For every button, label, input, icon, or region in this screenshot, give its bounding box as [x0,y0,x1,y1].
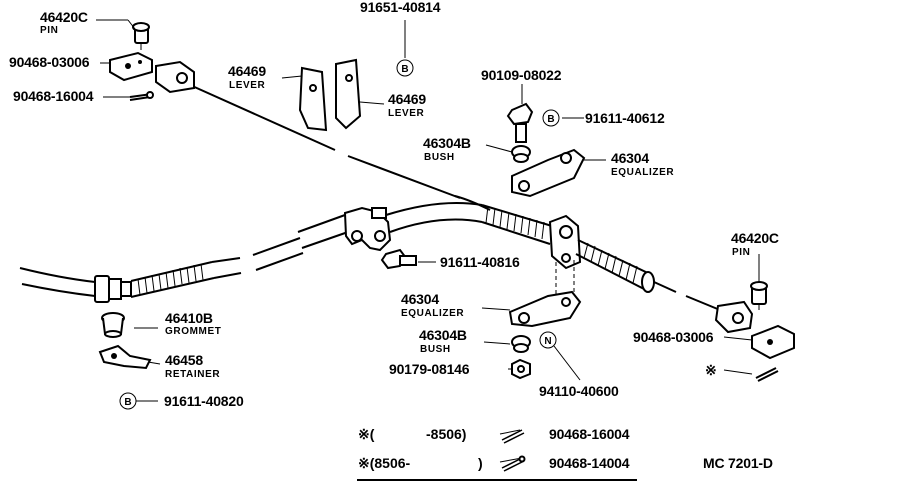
callout-90179-08146: 90179-08146 [389,361,470,377]
part-number: 46304 [611,150,649,166]
callout-90468-16004: 90468-16004 [13,88,94,104]
footnote-range-open: ※( [358,426,375,442]
callout-91651-40814: 91651-40814 [360,0,441,15]
part-number: 46458 [165,352,203,368]
footnote-part-number: 90468-16004 [549,426,630,442]
callout-46304b-upper: 46304B BUSH [423,135,471,163]
footnote-range-end: -8506) [426,426,466,442]
clip-part-top [109,51,153,82]
clevis-right [714,300,754,334]
part-number: 46410B [165,310,213,326]
part-number: 46420C [731,230,779,246]
part-number: 46304 [401,291,439,307]
callout-46420c-right: 46420C PIN [731,230,779,258]
equalizer-part-upper [511,148,586,198]
part-number: 46304B [423,135,471,151]
bush-part-upper [511,145,531,163]
part-number: 46469 [228,63,266,79]
marker-b-bolt: B [542,109,560,127]
right-corrugated-boot [575,239,721,311]
marker-b-bolt-letter: B [547,114,554,125]
cotter-pin-top [129,91,154,101]
front-cable [189,84,491,211]
marker-b-bottom-letter: B [124,397,131,408]
bolt-91611-40816 [380,248,417,270]
callout-90109-08022: 90109-08022 [481,67,562,83]
bush-part-lower [511,335,531,353]
marker-n-letter: N [544,336,551,347]
clevis-top [155,60,195,94]
callout-46304b-lower: 46304B BUSH [419,327,467,355]
footnote-2: ※(8506- ) 90468-14004 [358,455,630,472]
clip-part-right [751,324,795,360]
part-number: 46420C [40,9,88,25]
part-name: BUSH [424,152,455,163]
leader-lines [96,19,760,463]
part-number: 46304B [419,327,467,343]
callout-91611-40612: 91611-40612 [585,110,665,126]
callout-46410b: 46410B GROMMET [165,310,221,337]
footnote-range-open: ※(8506- [358,455,411,471]
nut-part [511,358,531,380]
callout-90468-03006-right: 90468-03006 [633,329,714,345]
callout-94110-40600: 94110-40600 [539,383,619,399]
junction-housing [548,214,582,270]
star-marker-right: ※ [705,362,717,378]
callout-46304-lower: 46304 EQUALIZER [401,291,464,319]
equalizer-part-lower [508,260,582,328]
diagram-code: MC 7201-D [703,455,773,471]
callout-90468-03006-top: 90468-03006 [9,54,90,70]
callout-46420c-top: 46420C PIN [40,9,88,36]
marker-b-top-letter: B [401,64,408,75]
retainer-part [98,344,152,370]
lever-part-right [335,58,362,130]
part-name: LEVER [388,108,425,119]
callout-91611-40816: 91611-40816 [440,254,520,270]
marker-b-top: B [396,59,414,77]
left-corrugated-boot [130,261,215,298]
grommet-part [101,312,125,338]
part-name: EQUALIZER [611,167,674,178]
callout-46458: 46458 RETAINER [165,352,220,380]
part-name: EQUALIZER [401,308,464,319]
marker-n: N [539,331,557,349]
cotter-pin-right [755,367,779,382]
callout-46469-left: 46469 LEVER [228,63,267,91]
part-name: BUSH [420,344,451,355]
main-conduit [385,201,553,245]
part-name: GROMMET [165,326,221,337]
part-name: RETAINER [165,369,220,380]
callout-46469-right: 46469 LEVER [388,91,427,119]
callout-91611-40820: 91611-40820 [164,393,244,409]
left-conduit [19,214,349,303]
footnote-part-number: 90468-14004 [549,455,630,471]
footnote-1: ※( -8506) 90468-16004 [358,426,630,444]
marker-b-bottom: B [119,392,137,410]
part-name: LEVER [229,80,266,91]
pin-part-top [132,22,150,50]
pin-part-right [750,281,768,310]
footnote-range-end: ) [478,455,483,471]
part-number: 46469 [388,91,426,107]
part-name: PIN [732,247,750,258]
part-name: PIN [40,25,58,36]
bolt-part [506,102,534,143]
center-bracket [343,206,392,252]
callout-46304-upper: 46304 EQUALIZER [611,150,674,178]
lever-part-left [298,66,328,132]
